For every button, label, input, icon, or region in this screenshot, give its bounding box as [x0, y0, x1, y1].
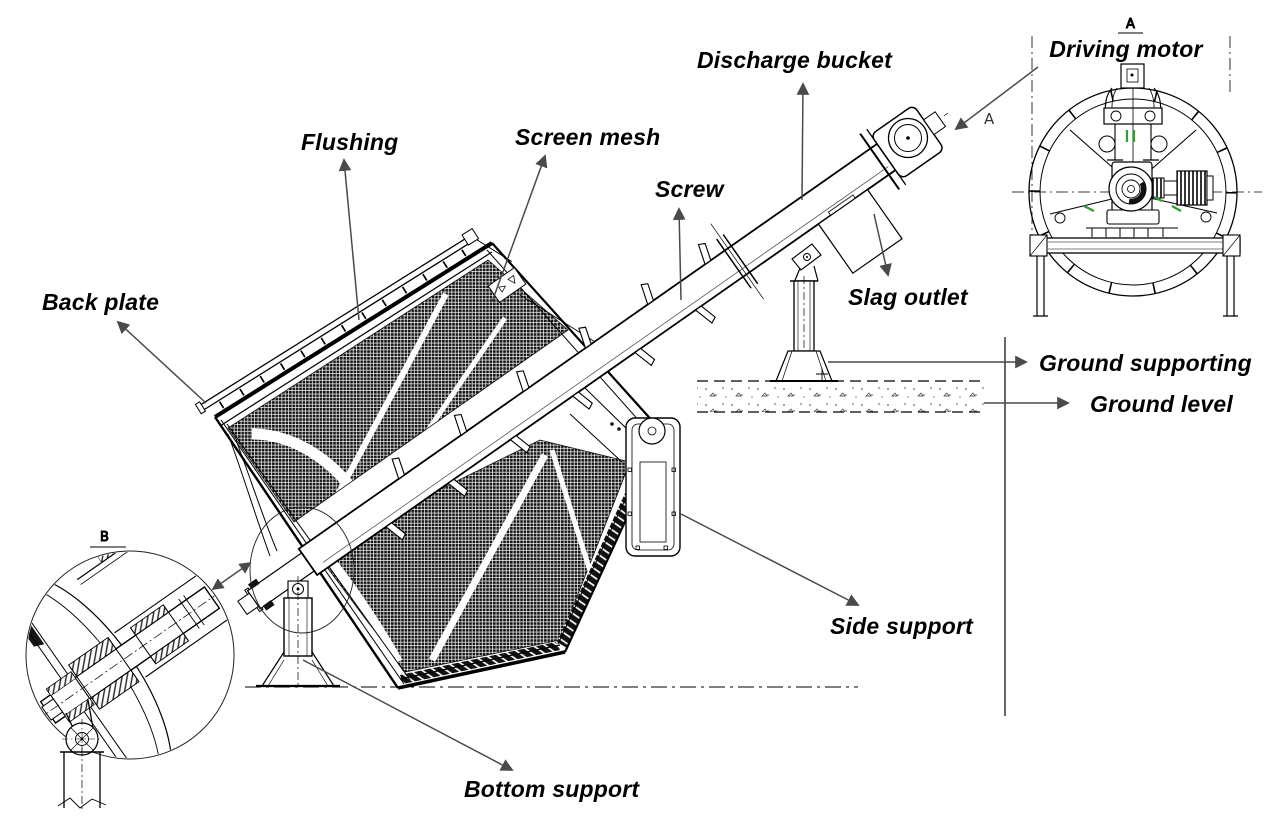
label-side-support: Side support: [830, 613, 974, 639]
detail-a-view: A: [1012, 17, 1262, 317]
flushing-pipe: [194, 227, 513, 415]
leader-screw: [672, 207, 686, 301]
ground-band: [697, 380, 985, 413]
detail-b-view: B: [25, 530, 252, 812]
detail-b-link-arrow: [211, 561, 252, 591]
label-slag-outlet: Slag outlet: [848, 284, 969, 310]
leader-flushing: [338, 158, 360, 321]
drum-body: [194, 227, 666, 690]
bottom-support-column: [256, 576, 340, 688]
leader-lines: [116, 66, 1070, 771]
leader-side-support: [680, 513, 860, 606]
label-flushing: Flushing: [301, 129, 398, 155]
green-marks: [1083, 130, 1182, 212]
label-ground-supporting: Ground supporting: [1039, 350, 1252, 376]
driving-motor-assembly: [1106, 161, 1214, 225]
leader-back-plate: [116, 320, 207, 404]
view-a-arrow-letter: A: [984, 110, 995, 128]
drum-top-rail: [213, 241, 494, 419]
label-ground-level: Ground level: [1090, 391, 1233, 417]
label-driving-motor: Driving motor: [1049, 36, 1203, 62]
drum-bottom-rail: [397, 650, 566, 690]
ground-supporting-stand: [770, 243, 838, 382]
label-screw: Screw: [655, 176, 726, 202]
callout-labels: Discharge bucket Driving motor Flushing …: [42, 36, 1252, 802]
view-a-arrow: [954, 66, 1039, 131]
label-screen-mesh: Screen mesh: [515, 124, 660, 150]
label-discharge-bucket: Discharge bucket: [697, 47, 893, 73]
side-support-bracket: [569, 387, 681, 557]
label-bottom-support: Bottom support: [464, 776, 640, 802]
label-back-plate: Back plate: [42, 289, 159, 315]
slag-outlet-chute: [817, 188, 903, 275]
detail-b-marker: B: [100, 530, 109, 545]
main-view: [194, 106, 985, 690]
leader-screen-mesh: [491, 154, 548, 303]
drive-head-motor: [887, 117, 929, 159]
leader-slag-outlet: [873, 213, 892, 277]
section-a-marker: A: [1126, 17, 1135, 32]
leader-bottom-support: [302, 659, 514, 771]
detail-b-pivot: [57, 699, 107, 812]
leader-discharge-bucket: [796, 82, 810, 201]
